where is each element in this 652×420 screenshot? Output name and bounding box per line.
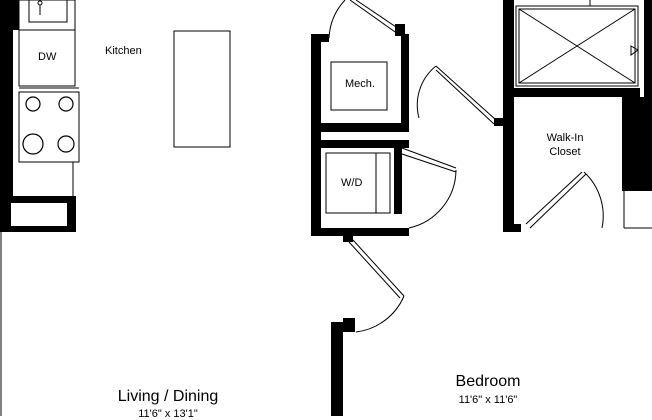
washer-dryer-label: W/D xyxy=(341,177,363,189)
bath-closet-walls xyxy=(503,0,652,232)
hall-wall-stub xyxy=(494,118,504,126)
hall-door xyxy=(416,65,497,125)
bedroom-dimensions: 11'6" x 11'6" xyxy=(458,394,518,406)
walk-in-closet-label-line2: Closet xyxy=(549,146,581,158)
shower-icon xyxy=(515,0,639,87)
bedroom-door xyxy=(343,232,405,333)
kitchen-island xyxy=(173,30,231,148)
living-dining-label: Living / Dining xyxy=(117,388,219,405)
wd-door xyxy=(401,147,457,229)
mech-door xyxy=(328,0,403,39)
left-walls xyxy=(0,0,76,232)
mechanical-label: Mech. xyxy=(345,78,375,90)
kitchen-counter xyxy=(18,0,80,196)
dishwasher-label: DW xyxy=(38,51,57,63)
living-dining-dimensions: 11'6" x 13'1" xyxy=(138,408,198,420)
stove-burners-icon xyxy=(22,96,75,155)
washer-dryer-divider xyxy=(375,152,391,214)
kitchen-label: Kitchen xyxy=(105,45,142,57)
mechanical-unit xyxy=(330,61,388,111)
sink-icon xyxy=(37,0,43,15)
partition-wall xyxy=(331,322,343,416)
closet-door xyxy=(525,171,652,229)
bedroom-label: Bedroom xyxy=(455,373,521,390)
walk-in-closet-label-line1: Walk-In xyxy=(546,132,584,144)
